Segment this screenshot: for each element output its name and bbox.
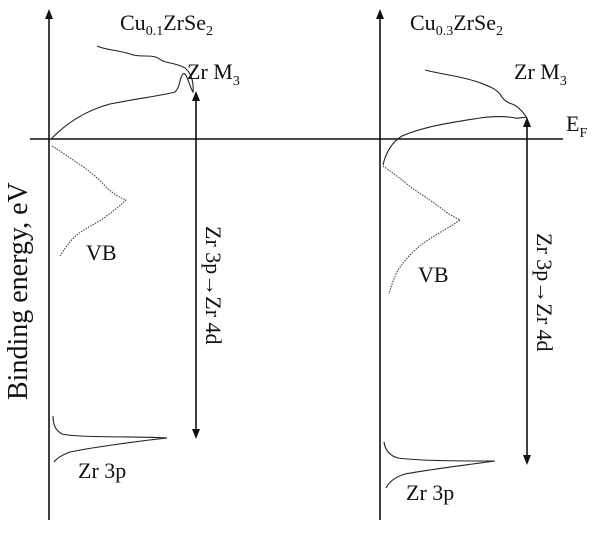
vb-curve-2 — [382, 165, 461, 295]
transition-label-2: Zr 3p→Zr 4d — [532, 233, 557, 352]
vb-curve-1 — [51, 145, 127, 257]
zr-m3-label-1: Zr M3 — [187, 59, 240, 89]
panel-cu01: Cu0.1ZrSe2 Zr M3 VB Zr 3p Zr 3p→Zr 4d — [45, 9, 240, 520]
compound-title-1: Cu0.1ZrSe2 — [120, 10, 213, 39]
zr-3p-curve-2 — [383, 441, 496, 489]
vb-label-2: VB — [418, 262, 449, 287]
zr-m3-curve-1 — [51, 45, 194, 139]
zr-3p-label-2: Zr 3p — [406, 480, 454, 505]
transition-label-1: Zr 3p→Zr 4d — [201, 226, 226, 345]
zr-3p-label-1: Zr 3p — [78, 458, 126, 483]
fermi-level-label: EF — [566, 111, 587, 141]
zr-m3-curve-2 — [382, 69, 528, 166]
compound-title-2: Cu0.3ZrSe2 — [410, 10, 503, 39]
y-axis-label: Binding energy, eV — [3, 182, 34, 400]
zr-3p-curve-1 — [52, 415, 168, 463]
vb-label-1: VB — [86, 240, 117, 265]
panel-cu03: Cu0.3ZrSe2 Zr M3 VB Zr 3p Zr 3p→Zr 4d — [376, 9, 567, 520]
zr-m3-label-2: Zr M3 — [514, 59, 567, 89]
